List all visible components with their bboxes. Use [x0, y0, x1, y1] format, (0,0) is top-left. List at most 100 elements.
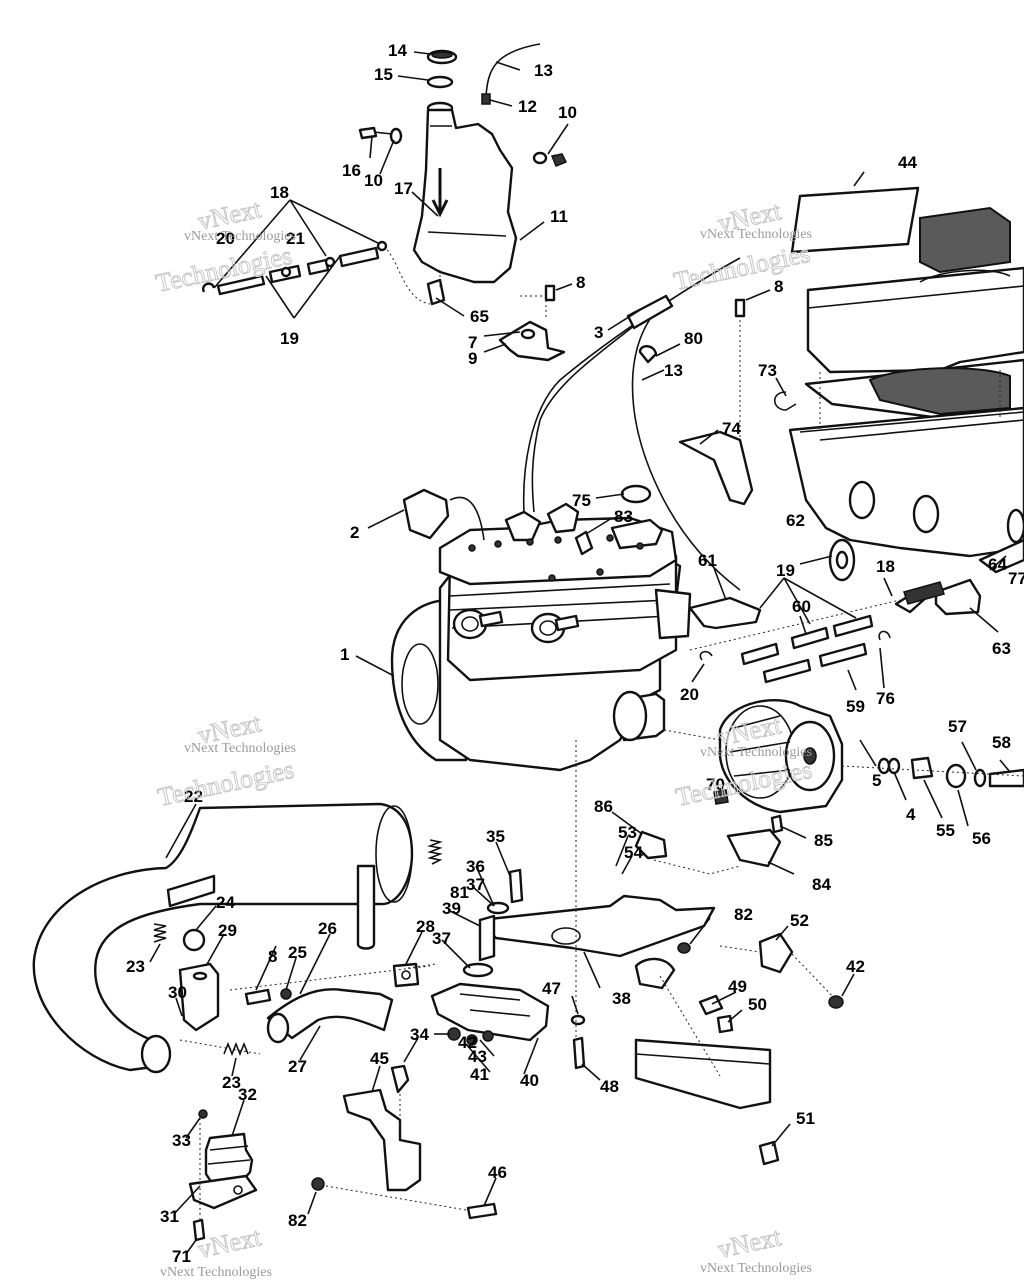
cap-gasket: [426, 75, 454, 89]
tank-arrow-icon: [431, 168, 449, 218]
thermostat-housing: [610, 518, 664, 550]
callout-83: 83: [614, 507, 633, 526]
callout-59: 59: [846, 697, 865, 716]
tank-bracket: [498, 320, 566, 362]
ball-24: [182, 928, 206, 952]
spark-plug-wire: [449, 496, 485, 541]
cover-49: [634, 957, 676, 990]
cable-junction: [626, 294, 674, 330]
spark-plug-cap-2: [402, 488, 450, 540]
engine-group: [390, 484, 762, 772]
callout-81: 81: [450, 883, 469, 902]
callout-24: 24: [216, 893, 235, 912]
decal-44: [790, 186, 920, 254]
watermark-vnext: vNext: [195, 1222, 264, 1264]
callout-15: 15: [374, 65, 393, 84]
bolt-46: [466, 1202, 498, 1220]
cap-75: [620, 484, 652, 504]
callout-76: 76: [876, 689, 895, 708]
fuel-line-kit-left: [202, 240, 388, 296]
callout-57: 57: [948, 717, 967, 736]
callout-23: 23: [126, 957, 145, 976]
callout-20: 20: [216, 229, 235, 248]
bolt-86: [634, 830, 668, 860]
vent-fitting: [481, 93, 491, 105]
bolt-8-top: [544, 284, 556, 302]
callout-74: 74: [722, 419, 741, 438]
water-hoses: [689, 578, 982, 684]
nut-10: [550, 153, 568, 167]
exhaust-manifold-27: [266, 988, 394, 1040]
bolt-51: [758, 1140, 780, 1166]
callout-54: 54: [624, 843, 643, 862]
hose-60: [790, 626, 830, 650]
callout-70: 70: [706, 775, 725, 794]
callout-40: 40: [520, 1071, 539, 1090]
callout-37: 37: [466, 875, 485, 894]
hose-segment-2: [832, 614, 874, 638]
callout-84: 84: [812, 875, 831, 894]
muffler-inlet: [140, 1034, 172, 1074]
callout-13: 13: [664, 361, 683, 380]
watermark-text: vNext Technologies: [184, 229, 296, 244]
callout-3: 3: [594, 323, 603, 342]
callout-63: 63: [992, 639, 1011, 658]
filter-element: [868, 367, 1011, 416]
water-outlet: [654, 588, 692, 640]
watermark-text: vNext Technologies: [160, 1265, 272, 1280]
callout-77: 77: [1008, 569, 1024, 588]
bracket-49: [698, 994, 724, 1016]
spacer-55: [910, 756, 934, 780]
watermark-technologies: Technologies: [671, 239, 812, 296]
callout-7: 7: [468, 333, 477, 352]
callout-5: 5: [872, 771, 881, 790]
washer-25: [280, 988, 292, 1000]
bracket-64: [978, 538, 1024, 574]
intake-hole-1: [848, 480, 876, 520]
callout-32: 32: [238, 1085, 257, 1104]
watermark-text: vNext Technologies: [700, 1261, 812, 1276]
callout-50: 50: [748, 995, 767, 1014]
callout-8: 8: [576, 273, 585, 292]
nut-70: [713, 789, 729, 805]
callout-46: 46: [488, 1163, 507, 1182]
callout-13: 13: [534, 61, 553, 80]
spring-81: [427, 839, 443, 865]
callout-85: 85: [814, 831, 833, 850]
silencer-lid: [806, 266, 1024, 374]
callout-42: 42: [458, 1033, 477, 1052]
base-plate-31: [188, 1174, 258, 1210]
callout-64: 64: [988, 555, 1007, 574]
callout-36: 36: [466, 857, 485, 876]
callout-86: 86: [594, 797, 613, 816]
throttle-cable-3: [522, 257, 741, 513]
fuel-line-short: [306, 258, 330, 276]
bilge-fitting-63: [934, 578, 982, 616]
washer-47: [570, 1014, 586, 1026]
callout-21: 21: [286, 229, 305, 248]
callout-34: 34: [410, 1025, 429, 1044]
bolt-71: [192, 1218, 206, 1242]
bolt-16: [358, 126, 378, 140]
callout-42: 42: [846, 957, 865, 976]
engine-plate-38: [478, 894, 716, 958]
nut-42-right: [828, 995, 844, 1009]
callout-44: 44: [898, 153, 917, 172]
washer-57: [973, 768, 987, 788]
coolant-hose-61: [688, 596, 762, 630]
callout-11: 11: [550, 207, 568, 226]
callout-17: 17: [394, 179, 413, 198]
bolts-on-head: [468, 534, 644, 582]
watermark-vnext: vNext: [715, 1222, 784, 1264]
callout-20: 20: [680, 685, 699, 704]
clamp-20-right: [699, 650, 713, 661]
callout-82: 82: [734, 905, 753, 924]
heat-shield: [634, 1038, 772, 1110]
watermark-text: vNext Technologies: [700, 745, 812, 760]
callout-12: 12: [518, 97, 537, 116]
callout-39: 39: [442, 899, 461, 918]
washer-36: [486, 901, 510, 915]
callout-58: 58: [992, 733, 1011, 752]
clip-73: [773, 391, 797, 411]
